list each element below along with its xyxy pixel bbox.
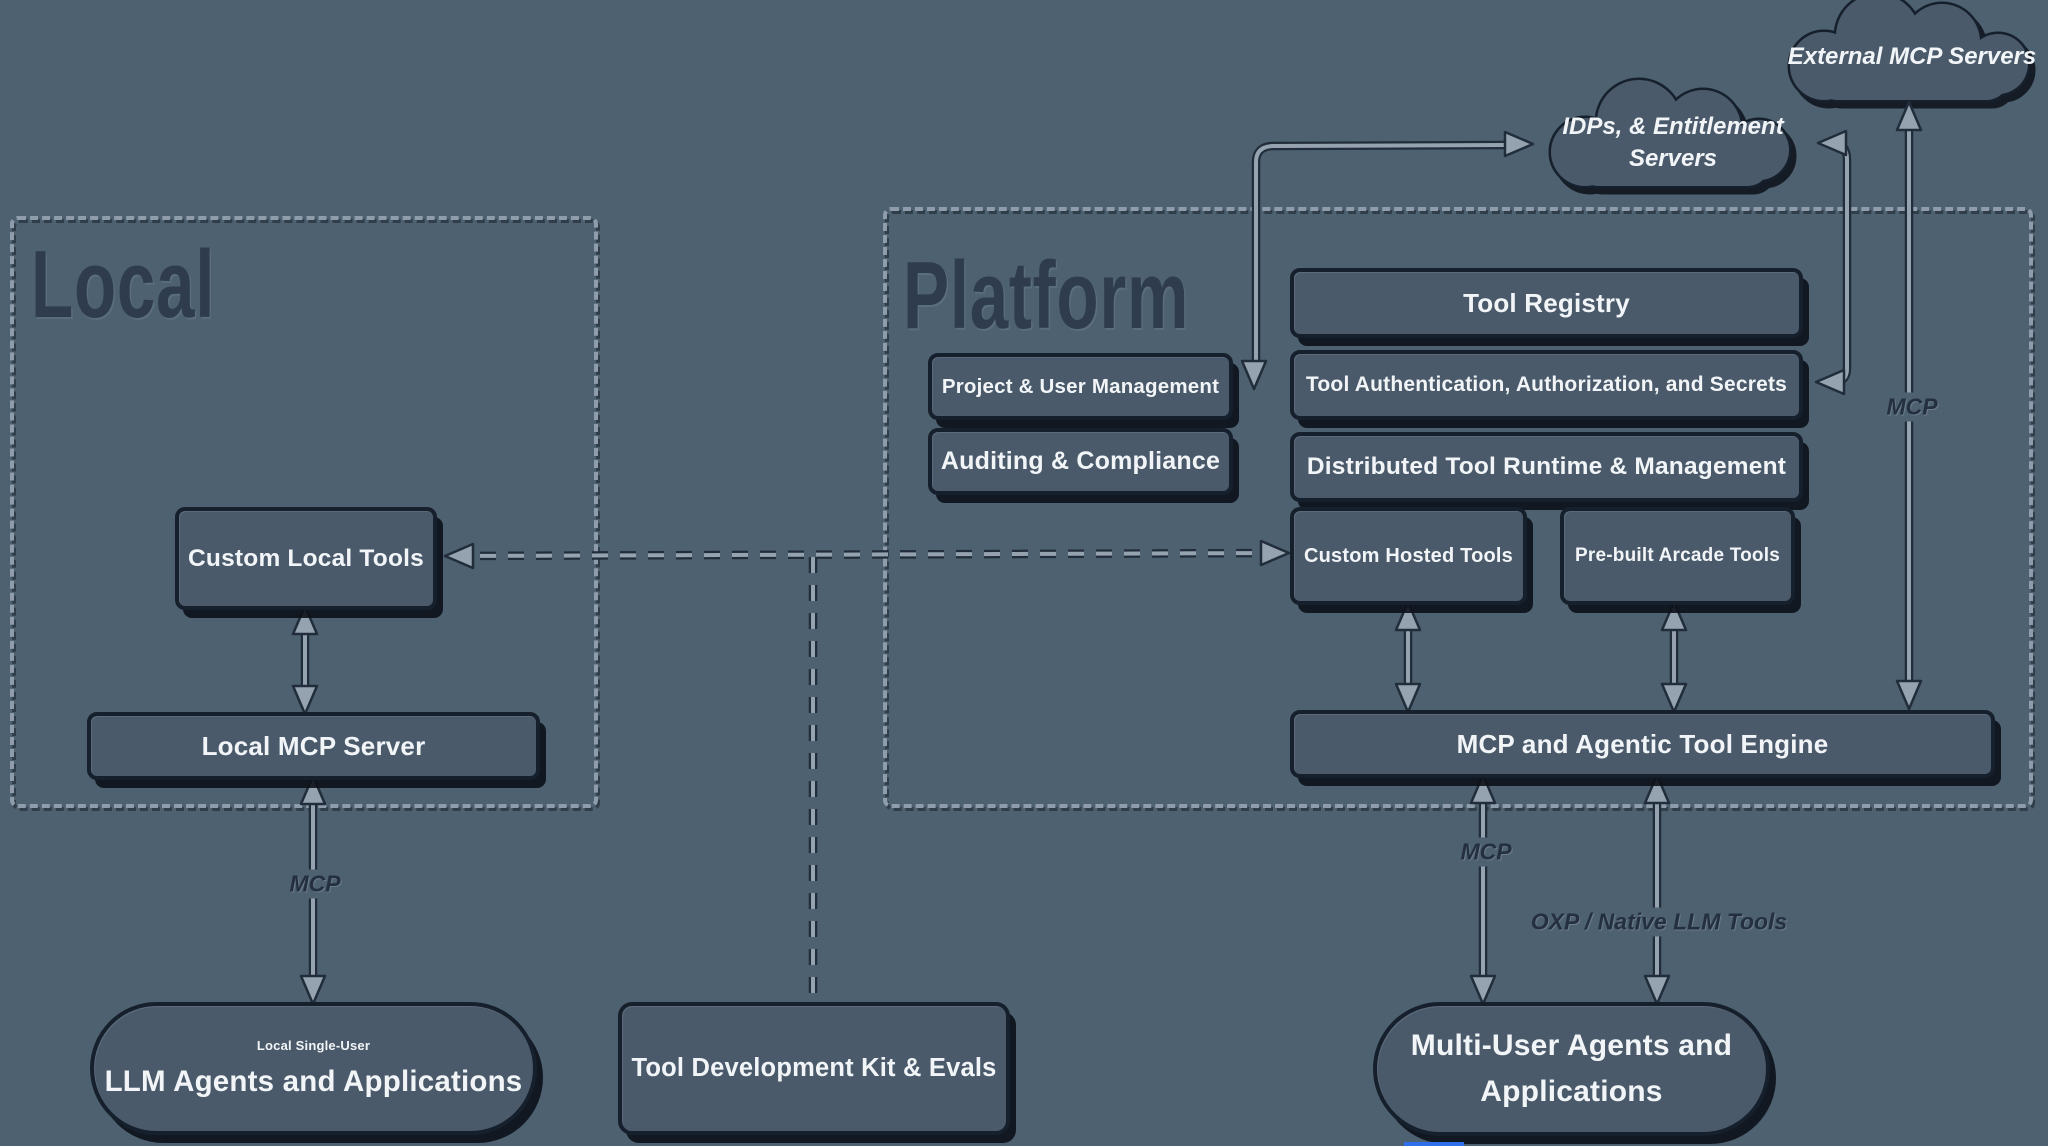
node-multi-user-line2: Applications — [1480, 1075, 1663, 1108]
arrow-customlocal-customhosted — [443, 539, 1291, 570]
node-custom-hosted-tools: Custom Hosted Tools — [1290, 507, 1527, 605]
arrow-arcade-engine — [1660, 600, 1688, 714]
node-mcp-agentic-tool-engine-label: MCP and Agentic Tool Engine — [1456, 728, 1829, 759]
node-auditing-compliance: Auditing & Compliance — [928, 428, 1233, 495]
node-distributed-runtime: Distributed Tool Runtime & Management — [1290, 432, 1803, 502]
local-group-border — [10, 216, 598, 808]
node-custom-hosted-tools-label: Custom Hosted Tools — [1304, 544, 1513, 567]
node-project-user-management-label: Project & User Management — [941, 374, 1220, 398]
bottom-accent-sliver — [1404, 1142, 1464, 1146]
platform-group-title: Platform — [903, 242, 1190, 349]
node-prebuilt-arcade-tools: Pre-built Arcade Tools — [1560, 507, 1795, 605]
edge-label-mcp-local: MCP — [283, 869, 347, 899]
node-local-agents-line2: LLM Agents and Applications — [104, 1065, 523, 1098]
node-mcp-agentic-tool-engine: MCP and Agentic Tool Engine — [1290, 710, 1995, 778]
idps-cloud-line1: IDPs, & Entitlement — [1562, 113, 1784, 140]
idps-cloud-label: IDPs, & Entitlement Servers — [1562, 111, 1783, 175]
local-group-title: Local — [31, 231, 216, 338]
node-tool-registry: Tool Registry — [1290, 268, 1803, 338]
node-custom-local-tools: Custom Local Tools — [175, 507, 437, 610]
arrow-idps-right — [1814, 129, 1852, 396]
node-custom-local-tools-label: Custom Local Tools — [188, 544, 424, 572]
node-prebuilt-arcade-tools-label: Pre-built Arcade Tools — [1575, 545, 1780, 566]
node-tool-development-kit: Tool Development Kit & Evals — [618, 1002, 1010, 1135]
arrow-engine-multiuser-mcp — [1469, 773, 1497, 1006]
edge-label-mcp-external: MCP — [1880, 392, 1944, 422]
node-project-user-management: Project & User Management — [928, 353, 1233, 420]
arrow-engine-multiuser-oxp — [1643, 773, 1671, 1006]
external-cloud-line: External MCP Servers — [1787, 43, 2037, 70]
external-mcp-servers-cloud-label: External MCP Servers — [1788, 41, 2037, 73]
node-distributed-runtime-label: Distributed Tool Runtime & Management — [1306, 453, 1787, 480]
arrow-customhosted-engine — [1394, 600, 1422, 714]
node-multi-user-line1: Multi-User Agents and — [1410, 1029, 1733, 1062]
edge-label-oxp-native-llm-tools: OXP / Native LLM Tools — [1524, 907, 1794, 937]
node-tool-registry-label: Tool Registry — [1463, 287, 1630, 318]
node-auditing-compliance-label: Auditing & Compliance — [940, 447, 1221, 475]
edge-label-mcp-agents: MCP — [1454, 837, 1518, 867]
node-tool-authentication-label: Tool Authentication, Authorization, and … — [1305, 373, 1788, 396]
arrow-customlocal-localmcp — [291, 604, 319, 716]
idps-entitlement-servers-cloud — [1548, 77, 1792, 189]
node-local-mcp-server-label: Local MCP Server — [201, 730, 426, 761]
node-tool-development-kit-label: Tool Development Kit & Evals — [631, 1054, 997, 1082]
node-tool-authentication: Tool Authentication, Authorization, and … — [1290, 350, 1803, 420]
idps-cloud-line2: Servers — [1628, 145, 1718, 172]
external-mcp-servers-cloud — [1787, 0, 2031, 103]
node-local-agents-line1: Local Single-User — [256, 1038, 371, 1053]
node-local-mcp-server: Local MCP Server — [87, 712, 540, 780]
node-multi-user-agents: Multi-User Agents and Applications — [1373, 1002, 1770, 1136]
platform-group-border — [883, 207, 2033, 808]
arrow-idps-left — [1240, 130, 1535, 391]
node-local-single-user-agents: Local Single-User LLM Agents and Applica… — [90, 1002, 537, 1135]
